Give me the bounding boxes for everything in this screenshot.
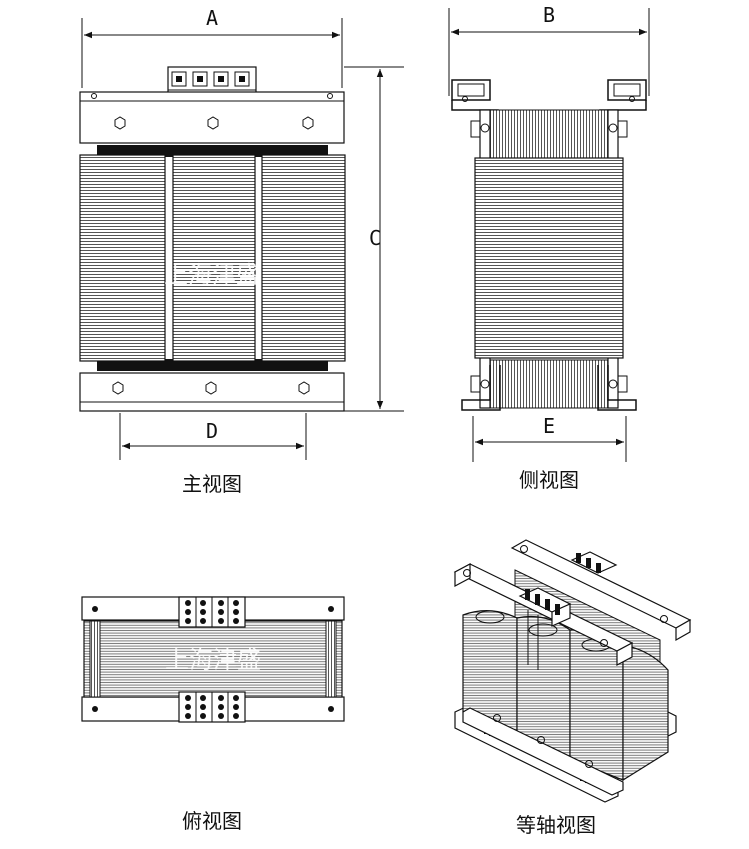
side-bottom-lamination	[489, 359, 609, 409]
iso-bottom-clamp	[462, 707, 624, 796]
dimension-a: A	[81, 6, 343, 88]
top-view-terminals	[178, 596, 246, 723]
front-watermark: 上海津盛	[164, 261, 260, 289]
front-view-caption: 主视图	[182, 472, 242, 496]
isometric-view: 等轴视图	[453, 539, 692, 837]
top-view: 上海津盛 俯视图	[81, 596, 345, 833]
front-bottom-clamp	[79, 372, 345, 412]
dimension-d-label: D	[206, 419, 218, 443]
side-top-lamination	[489, 109, 609, 159]
side-view-caption: 侧视图	[519, 468, 579, 492]
dimension-b-label: B	[543, 3, 555, 27]
dimension-a-label: A	[206, 6, 218, 30]
dimension-e: E	[472, 414, 627, 462]
iso-rear-terminal	[570, 551, 618, 574]
side-view: B	[448, 3, 650, 492]
dimension-b: B	[448, 3, 650, 96]
side-feet	[461, 365, 637, 411]
iso-front-terminal	[518, 587, 572, 670]
dimension-c-label: C	[369, 226, 381, 250]
front-top-yoke	[97, 145, 328, 157]
top-view-watermark: 上海津盛	[165, 646, 261, 674]
side-top-brackets	[451, 79, 647, 125]
top-view-caption: 俯视图	[182, 809, 242, 833]
front-top-clamp	[79, 91, 345, 144]
front-bottom-yoke	[97, 359, 328, 371]
front-coils	[79, 154, 346, 362]
side-coil	[474, 157, 624, 359]
front-view: A	[79, 6, 404, 496]
front-terminal-block	[167, 66, 257, 94]
isometric-view-caption: 等轴视图	[516, 813, 596, 837]
dimension-c: C	[344, 66, 404, 412]
iso-coils	[462, 610, 669, 782]
dimension-e-label: E	[543, 414, 555, 438]
top-view-body	[83, 620, 343, 698]
dimension-d: D	[119, 413, 307, 460]
